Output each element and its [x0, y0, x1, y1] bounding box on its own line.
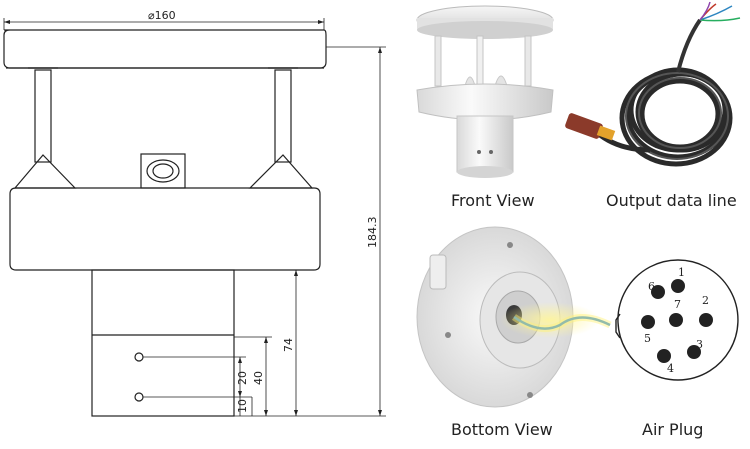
pin-3: [687, 345, 701, 359]
plug-height-label: 74: [282, 338, 295, 352]
bottom-view-photo: [416, 226, 612, 408]
sensor-body: [9, 187, 321, 271]
right-triangle: [248, 154, 314, 189]
output-line-caption: Output data line: [606, 191, 737, 210]
diameter-label: ⌀160: [148, 9, 176, 22]
left-pillar: [34, 69, 52, 163]
hole-lower: [134, 392, 144, 402]
top-cap: [3, 29, 327, 69]
pin-6-label: 6: [648, 280, 655, 293]
pin-6: [651, 285, 665, 299]
pin-4-label: 4: [667, 362, 674, 375]
hole-top-label: 40: [252, 371, 265, 385]
height-label: 184.3: [366, 217, 379, 249]
hole-upper: [134, 352, 144, 362]
right-pillar: [274, 69, 292, 163]
left-triangle: [13, 154, 77, 189]
air-plug-caption: Air Plug: [642, 420, 704, 439]
pin-2-label: 2: [702, 294, 709, 307]
bottom-view-caption: Bottom View: [451, 420, 553, 439]
pin-1: [671, 279, 685, 293]
base-tube: [91, 269, 235, 417]
pin-7-label: 7: [674, 298, 681, 311]
pin-2: [699, 313, 713, 327]
pin-4: [657, 349, 671, 363]
pin-1-label: 1: [678, 266, 685, 279]
output-line-photo: [565, 1, 741, 167]
hole-bottom-label: 10: [236, 399, 249, 413]
hole-spacing-label: 20: [236, 371, 249, 385]
front-view-photo: [416, 5, 554, 178]
pin-3-label: 3: [696, 338, 703, 351]
front-view-caption: Front View: [451, 191, 535, 210]
pin-7: [669, 313, 683, 327]
pin-5: [641, 315, 655, 329]
air-plug-diagram: 1 2 3 4 5 6 7: [615, 259, 739, 381]
pin-5-label: 5: [644, 332, 651, 345]
technical-drawing: ⌀160 184.3 74 20 40 10: [3, 9, 386, 417]
